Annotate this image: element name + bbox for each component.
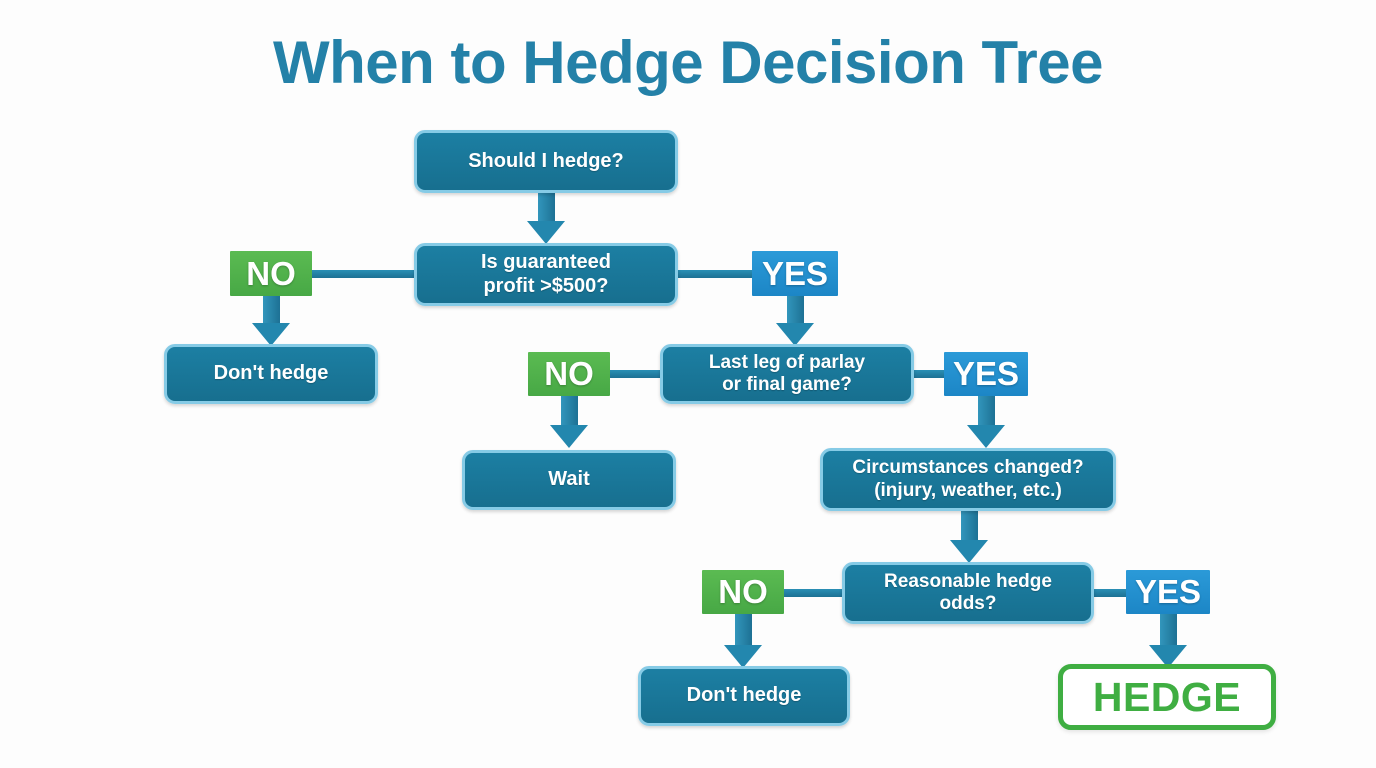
node-wait[interactable]: Wait xyxy=(462,450,676,510)
branch-label-no-profit[interactable]: NO xyxy=(230,251,312,296)
node-should-i-hedge-label: Should I hedge? xyxy=(468,149,624,172)
node-dont-hedge-2[interactable]: Don't hedge xyxy=(638,666,850,726)
node-reasonable-odds-label: Reasonable hedge odds? xyxy=(884,570,1052,614)
arrow-no-to-wait xyxy=(550,396,588,448)
branch-label-no-last-leg-text: NO xyxy=(544,355,594,392)
connector-profit-yes xyxy=(674,270,754,278)
arrow-no-to-dont-hedge-2 xyxy=(724,614,762,668)
arrow-root-to-profit xyxy=(527,193,565,244)
connector-profit-no xyxy=(310,270,418,278)
node-last-leg[interactable]: Last leg of parlay or final game? xyxy=(660,344,914,404)
branch-label-no-profit-text: NO xyxy=(246,254,296,292)
arrow-yes-to-circumstances xyxy=(967,396,1005,448)
branch-label-yes-profit[interactable]: YES xyxy=(752,251,838,296)
node-should-i-hedge[interactable]: Should I hedge? xyxy=(414,130,678,193)
branch-label-yes-last-leg-text: YES xyxy=(952,355,1020,392)
branch-label-yes-odds-text: YES xyxy=(1134,573,1202,610)
branch-label-yes-profit-text: YES xyxy=(761,254,829,292)
branch-label-yes-last-leg[interactable]: YES xyxy=(944,352,1028,396)
arrow-yes-to-last-leg xyxy=(776,296,814,346)
node-wait-label: Wait xyxy=(548,468,590,491)
arrow-circumstances-to-odds xyxy=(950,511,988,563)
arrow-yes-to-hedge xyxy=(1149,614,1187,668)
node-dont-hedge-2-label: Don't hedge xyxy=(686,684,802,707)
node-reasonable-odds[interactable]: Reasonable hedge odds? xyxy=(842,562,1094,624)
branch-label-yes-odds[interactable]: YES xyxy=(1126,570,1210,614)
connector-last-leg-yes xyxy=(910,370,946,378)
branch-label-no-last-leg[interactable]: NO xyxy=(528,352,610,396)
page-title: When to Hedge Decision Tree xyxy=(273,29,1104,96)
branch-label-no-odds[interactable]: NO xyxy=(702,570,784,614)
node-circumstances-changed-label: Circumstances changed? (injury, weather,… xyxy=(852,457,1084,501)
connector-odds-yes xyxy=(1090,589,1128,597)
connector-odds-no xyxy=(782,589,846,597)
node-last-leg-label: Last leg of parlay or final game? xyxy=(708,351,866,395)
arrow-no-to-dont-hedge-1 xyxy=(252,296,290,346)
node-dont-hedge-1[interactable]: Don't hedge xyxy=(164,344,378,404)
node-dont-hedge-1-label: Don't hedge xyxy=(213,362,329,385)
node-circumstances-changed[interactable]: Circumstances changed? (injury, weather,… xyxy=(820,448,1116,511)
connector-last-leg-no xyxy=(608,370,664,378)
node-hedge-final-label: HEDGE xyxy=(1092,673,1242,720)
branch-label-no-odds-text: NO xyxy=(718,573,768,610)
node-guaranteed-profit-label: Is guaranteed profit >$500? xyxy=(480,250,612,297)
node-hedge-final[interactable]: HEDGE xyxy=(1058,664,1276,730)
node-guaranteed-profit[interactable]: Is guaranteed profit >$500? xyxy=(414,243,678,306)
